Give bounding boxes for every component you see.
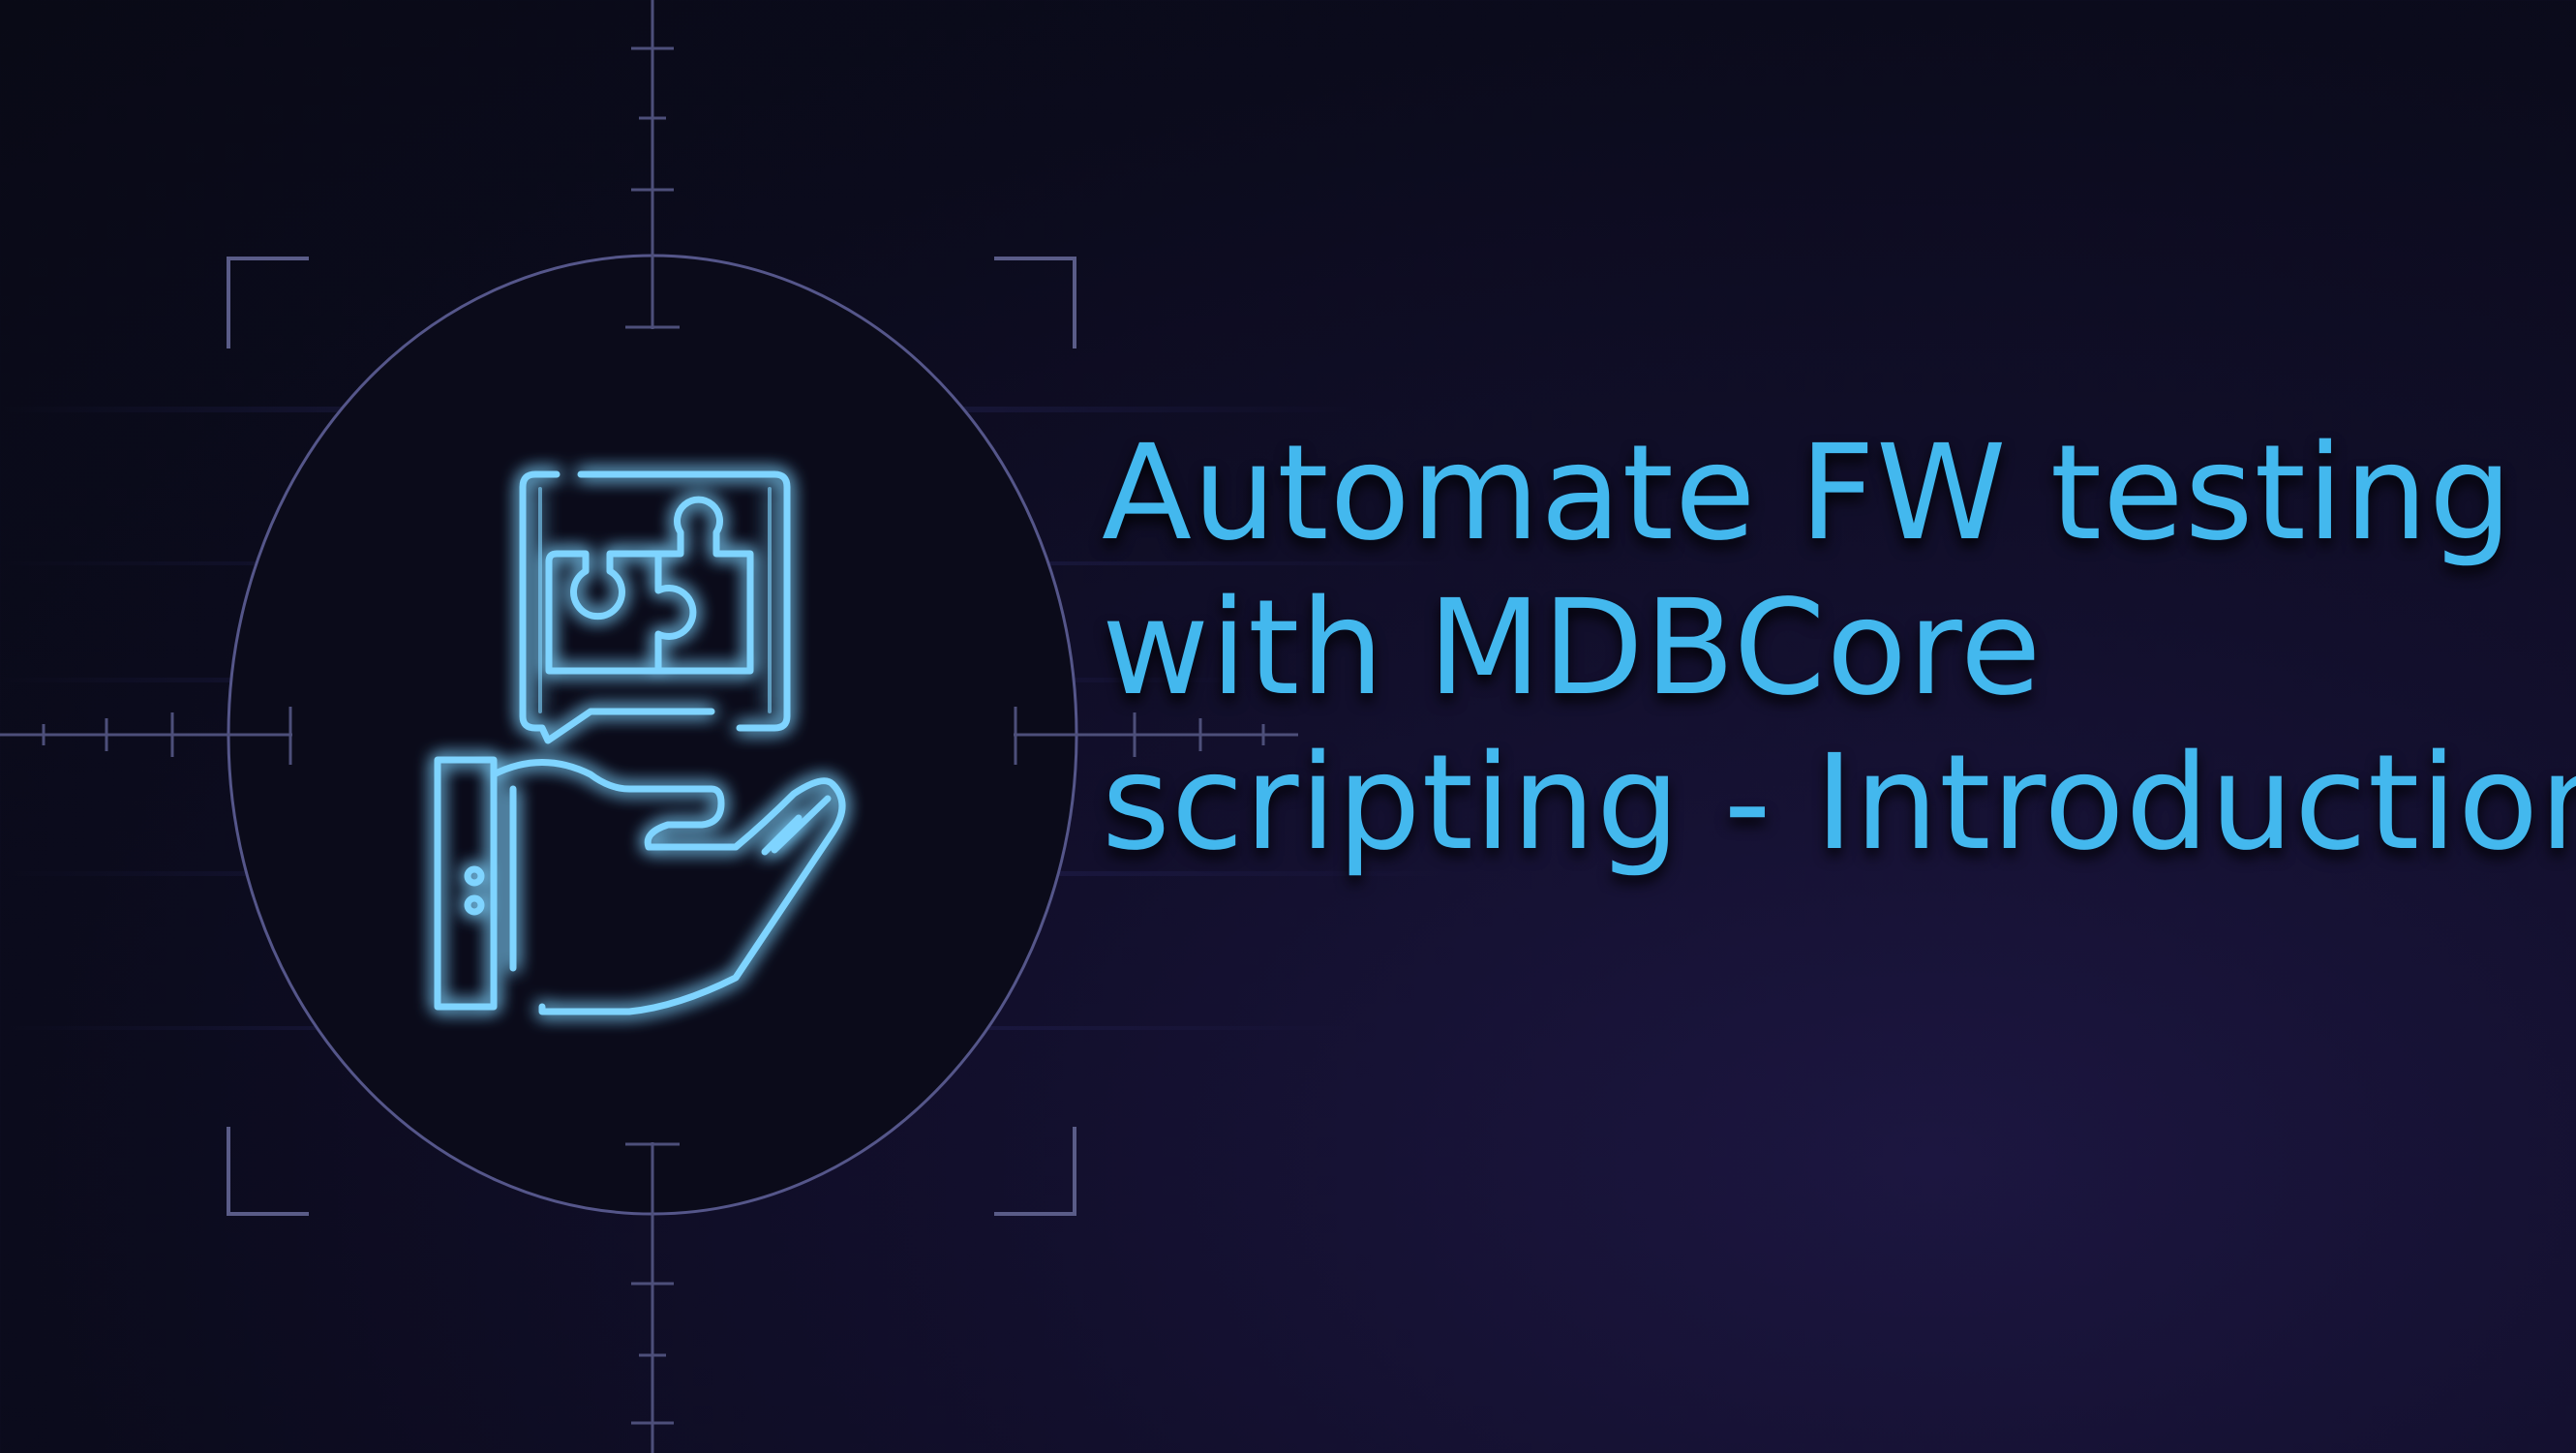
target-circle [227, 254, 1078, 1216]
title-line-2: with MDBCore [1102, 572, 2043, 725]
banner-title: Automate FW testing with MDBCore scripti… [1102, 416, 2576, 881]
title-line-3: scripting - Introduction [1102, 727, 2576, 880]
corner-brackets [227, 257, 1076, 1216]
crosshair [0, 0, 1298, 1453]
hand-holding-puzzle-chat-icon [434, 470, 846, 1015]
title-line-1: Automate FW testing [1102, 417, 2514, 570]
